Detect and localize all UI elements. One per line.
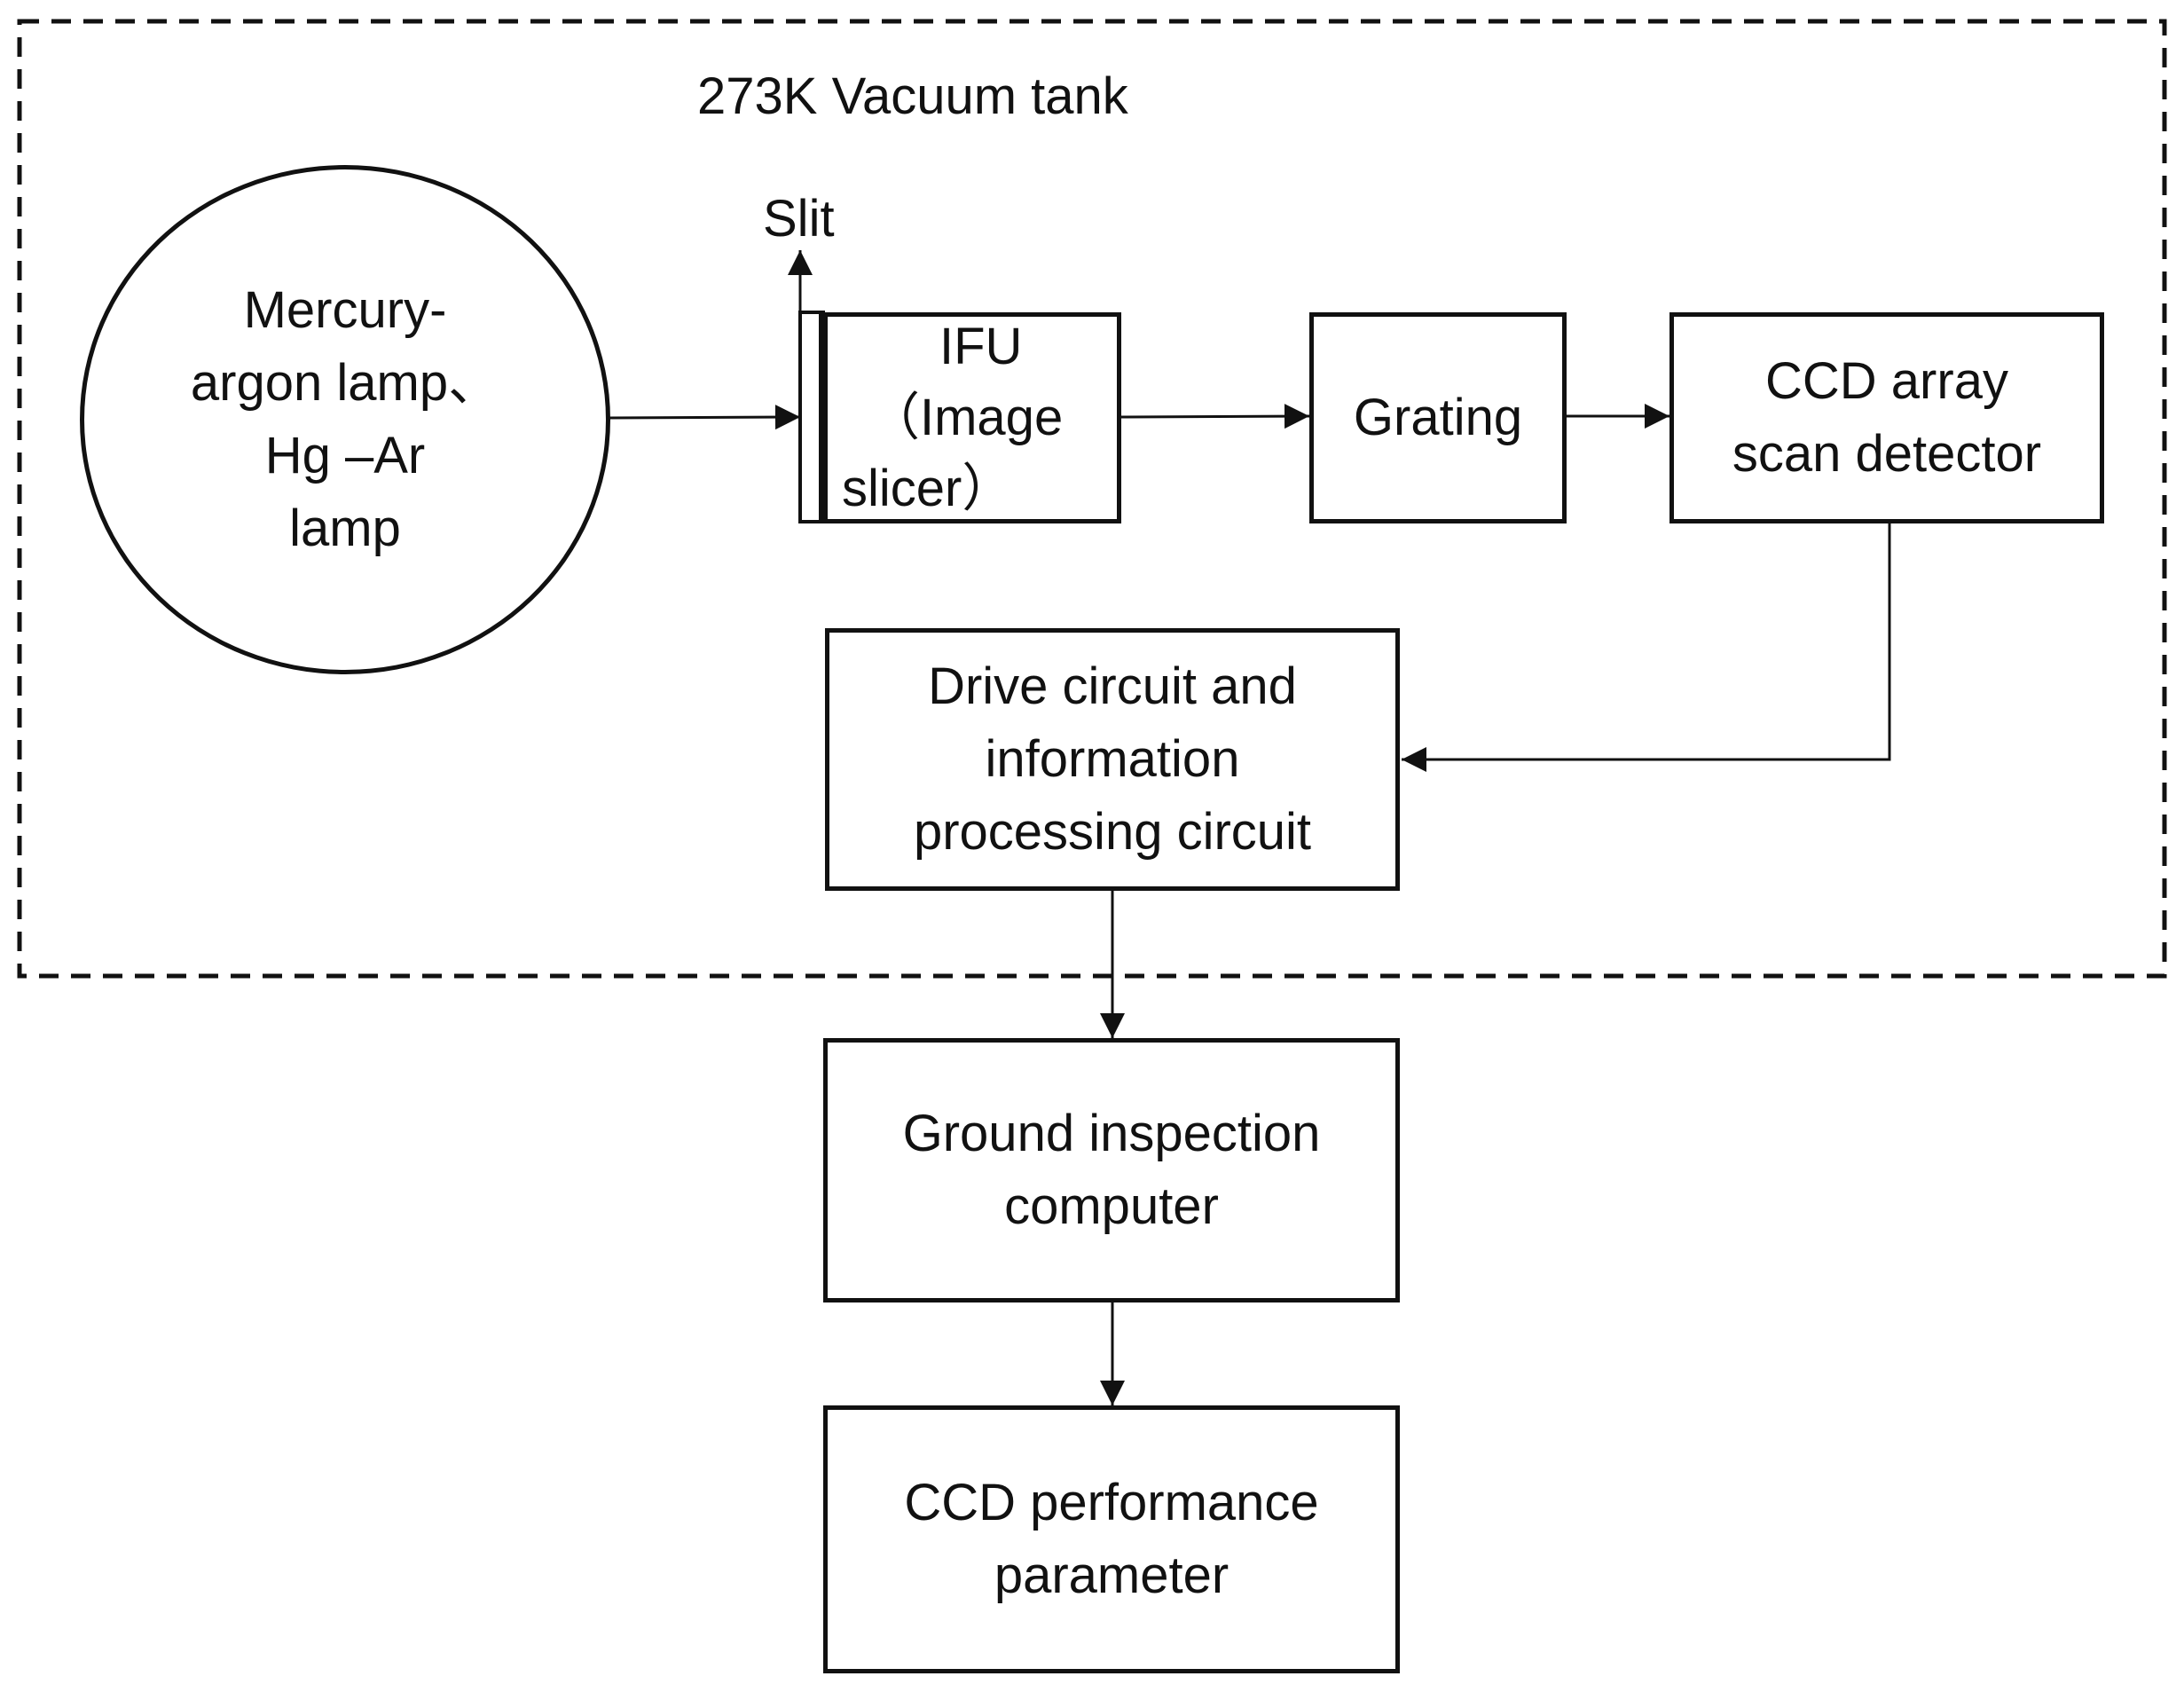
drive-circuit-label-line-1: Drive circuit and xyxy=(928,657,1297,715)
ifu-label-line-2: （Image xyxy=(868,389,1064,446)
lamp-label-line-1: Mercury- xyxy=(243,281,447,339)
ccd-parameter-label-line-1: CCD performance xyxy=(904,1474,1319,1531)
ifu-label-line-1: IFU xyxy=(939,318,1023,375)
grating-box: Grating xyxy=(1309,312,1567,523)
ccd-performance-parameter-box: CCD performance parameter xyxy=(823,1405,1400,1673)
drive-circuit-box: Drive circuit and information processing… xyxy=(825,628,1400,891)
grating-label: Grating xyxy=(1353,389,1523,446)
drive-circuit-label-line-2: information xyxy=(985,730,1240,788)
arrow-ifu-to-grating xyxy=(1119,404,1310,429)
lamp-label-line-4: lamp xyxy=(289,500,401,557)
arrow-ccd-to-drive-circuit xyxy=(1402,522,1891,772)
drive-circuit-label-line-3: processing circuit xyxy=(913,803,1312,861)
ifu-label-line-3: slicer） xyxy=(842,460,1014,517)
ccd-detector-label-line-1: CCD array xyxy=(1765,352,2008,410)
ground-computer-label-line-2: computer xyxy=(1004,1177,1219,1235)
lamp-label-line-2: argon lamp、 xyxy=(190,354,500,412)
ifu-image-slicer-box: IFU （Image slicer） xyxy=(823,312,1121,523)
mercury-argon-lamp: Mercury- argon lamp、 Hg –Ar lamp xyxy=(80,165,610,674)
ccd-parameter-label-line-2: parameter xyxy=(994,1546,1229,1604)
ground-computer-label-line-1: Ground inspection xyxy=(902,1105,1321,1162)
ground-inspection-computer-box: Ground inspection computer xyxy=(823,1038,1400,1302)
vacuum-tank-boundary xyxy=(17,19,2167,979)
slit-label: Slit xyxy=(763,190,835,248)
vacuum-tank-label: 273K Vacuum tank xyxy=(697,67,1128,125)
ccd-array-scan-detector-box: CCD array scan detector xyxy=(1669,312,2104,523)
arrow-lamp-to-ifu xyxy=(608,405,801,430)
ccd-detector-label-line-2: scan detector xyxy=(1732,425,2042,483)
lamp-label-line-3: Hg –Ar xyxy=(264,427,426,484)
